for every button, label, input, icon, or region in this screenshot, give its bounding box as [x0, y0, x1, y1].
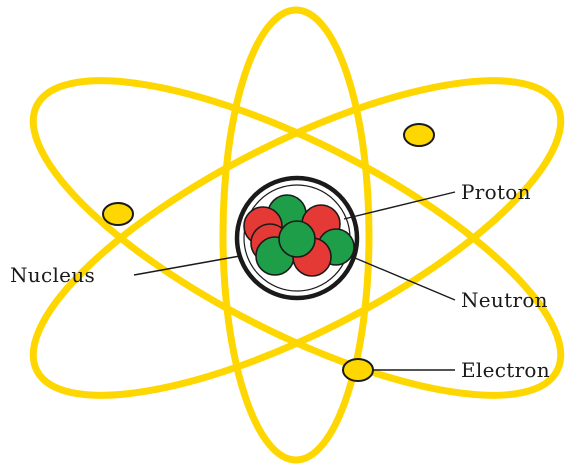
neutron-label: Neutron [461, 288, 548, 312]
electron-upper-right [404, 124, 434, 146]
neutron [279, 221, 315, 257]
electron-label: Electron [461, 358, 550, 382]
nucleus-label: Nucleus [10, 263, 95, 287]
electron-lower [343, 359, 373, 381]
electron-left [103, 203, 133, 225]
nucleus [237, 178, 357, 298]
proton-label: Proton [461, 180, 531, 204]
